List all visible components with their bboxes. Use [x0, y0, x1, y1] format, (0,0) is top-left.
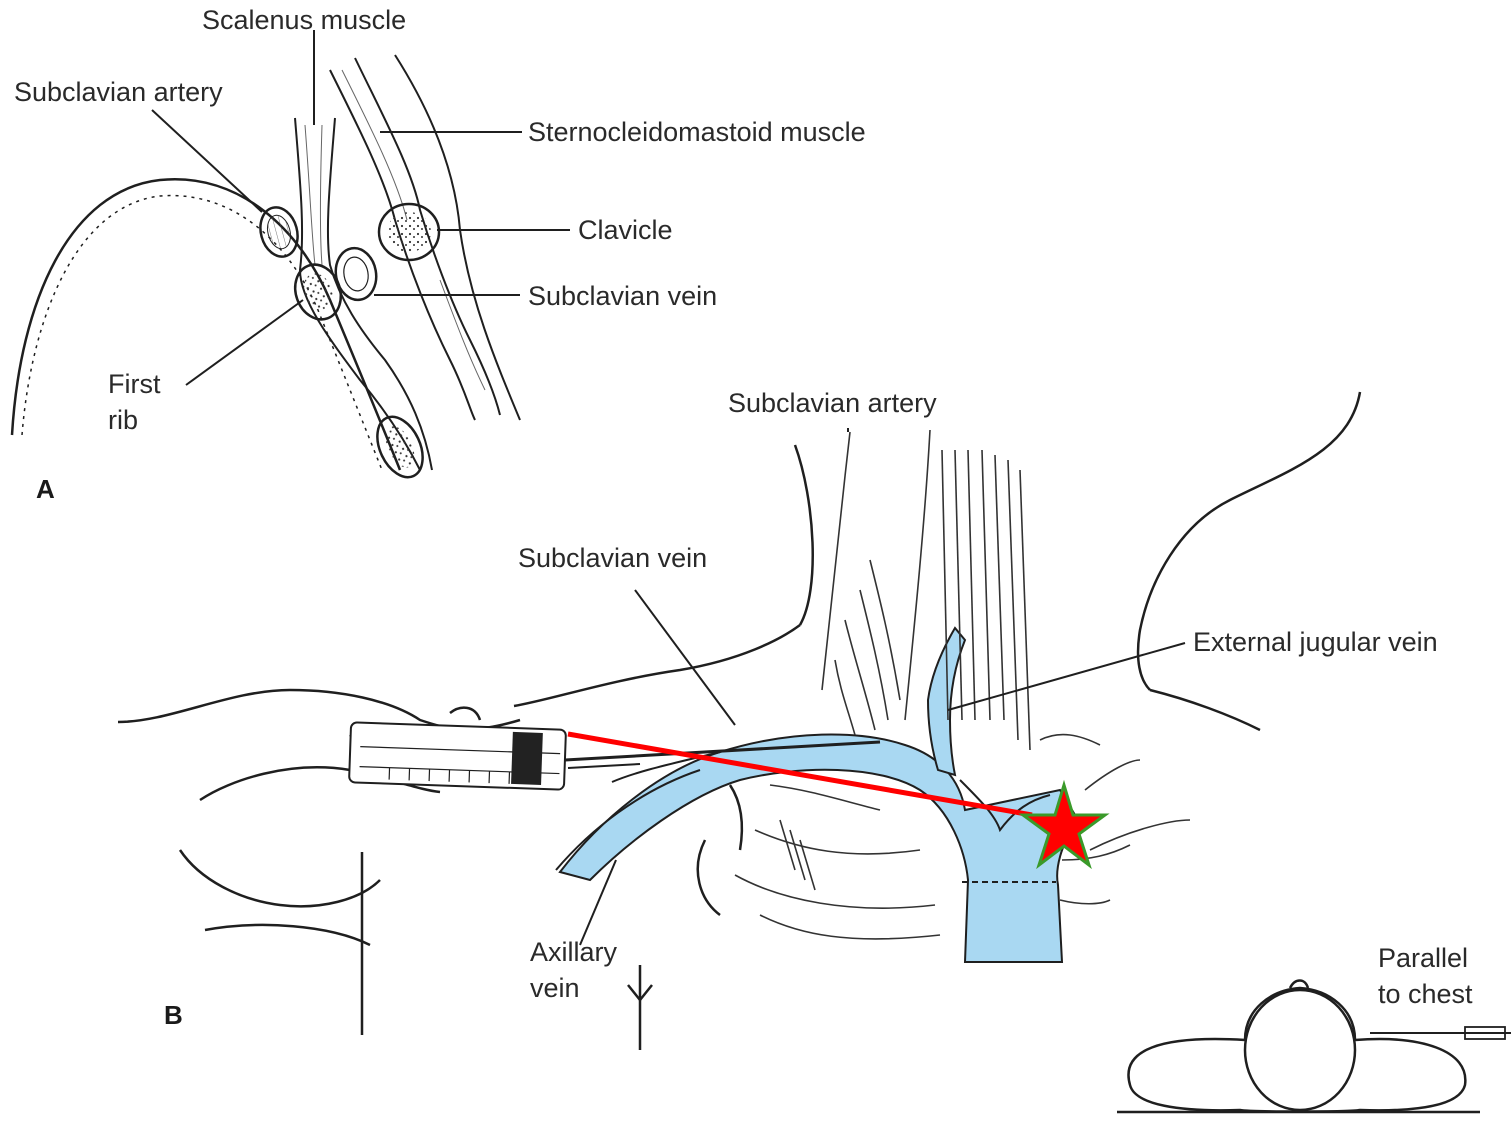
- panel-letter-b: B: [164, 1000, 183, 1031]
- label-subclavian-vein-a: Subclavian vein: [528, 278, 717, 314]
- label-first-rib: First rib: [108, 366, 160, 438]
- label-subclavian-vein-b: Subclavian vein: [518, 540, 707, 576]
- first-rib-arc: [12, 179, 400, 470]
- label-subclavian-artery-a: Subclavian artery: [14, 74, 223, 110]
- label-clavicle: Clavicle: [578, 212, 673, 248]
- axillary-vein-shape: [560, 735, 1078, 962]
- label-external-jugular-vein: External jugular vein: [1193, 624, 1438, 660]
- panel-b-drawing: [118, 392, 1511, 1112]
- label-subclavian-artery-b: Subclavian artery: [728, 385, 937, 421]
- label-parallel-to-chest: Parallel to chest: [1378, 940, 1473, 1012]
- label-sternocleidomastoid: Sternocleidomastoid muscle: [528, 114, 866, 150]
- label-axillary-vein: Axillary vein: [530, 934, 617, 1006]
- label-scalenus-muscle: Scalenus muscle: [202, 2, 406, 38]
- panel-letter-a: A: [36, 474, 55, 505]
